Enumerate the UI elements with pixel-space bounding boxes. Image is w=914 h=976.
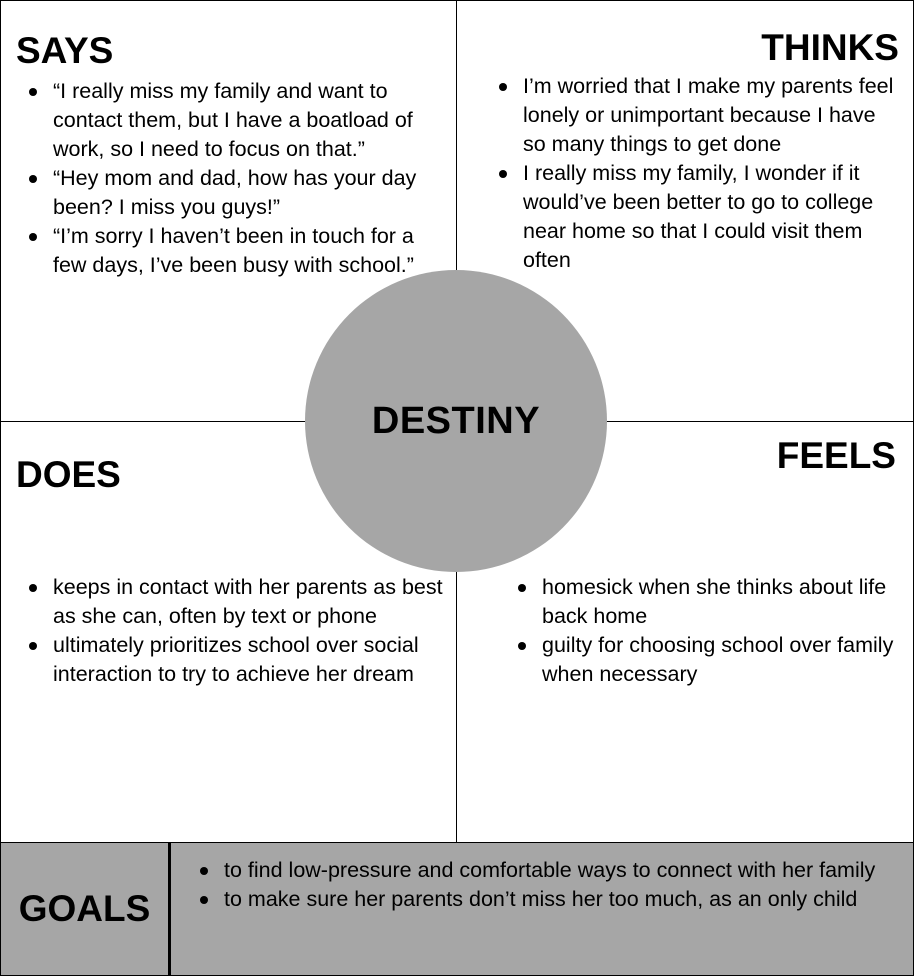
list-item: “I’m sorry I haven’t been in touch for a… — [25, 222, 435, 280]
does-heading: DOES — [16, 454, 121, 495]
bullet-icon — [29, 175, 37, 183]
bullet-icon — [29, 233, 37, 241]
feels-quadrant: FEELS homesick when she thinks about lif… — [457, 422, 913, 842]
list-item: to find low-pressure and comfortable way… — [196, 856, 896, 885]
says-heading: SAYS — [16, 30, 114, 71]
thinks-heading: THINKS — [761, 27, 899, 68]
bullet-icon — [499, 170, 507, 178]
list-item: I really miss my family, I wonder if it … — [495, 159, 900, 275]
says-quadrant: SAYS “I really miss my family and want t… — [1, 1, 457, 422]
does-list: keeps in contact with her parents as bes… — [25, 573, 455, 689]
bullet-icon — [200, 896, 208, 904]
list-item: ultimately prioritizes school over socia… — [25, 631, 455, 689]
goals-list: to find low-pressure and comfortable way… — [196, 856, 896, 914]
thinks-list: I’m worried that I make my parents feel … — [495, 72, 900, 275]
persona-circle: DESTINY — [305, 270, 607, 572]
bullet-icon — [499, 83, 507, 91]
does-quadrant: DOES keeps in contact with her parents a… — [1, 422, 457, 842]
list-item: homesick when she thinks about life back… — [514, 573, 904, 631]
list-item: guilty for choosing school over family w… — [514, 631, 904, 689]
list-item: keeps in contact with her parents as bes… — [25, 573, 455, 631]
bullet-icon — [518, 642, 526, 650]
bullet-icon — [29, 88, 37, 96]
feels-heading: FEELS — [776, 435, 896, 476]
bullet-icon — [518, 584, 526, 592]
goals-bar: GOALS to find low-pressure and comfortab… — [1, 842, 913, 975]
feels-list: homesick when she thinks about life back… — [514, 573, 904, 689]
persona-name: DESTINY — [371, 399, 541, 442]
says-list: “I really miss my family and want to con… — [25, 77, 435, 280]
goals-label-cell: GOALS — [1, 843, 171, 975]
goals-heading: GOALS — [18, 888, 151, 929]
bullet-icon — [29, 584, 37, 592]
list-item: I’m worried that I make my parents feel … — [495, 72, 900, 159]
list-item: “Hey mom and dad, how has your day been?… — [25, 164, 435, 222]
bullet-icon — [200, 867, 208, 875]
list-item: “I really miss my family and want to con… — [25, 77, 435, 164]
thinks-quadrant: THINKS I’m worried that I make my parent… — [457, 1, 913, 422]
list-item: to make sure her parents don’t miss her … — [196, 885, 896, 914]
bullet-icon — [29, 642, 37, 650]
